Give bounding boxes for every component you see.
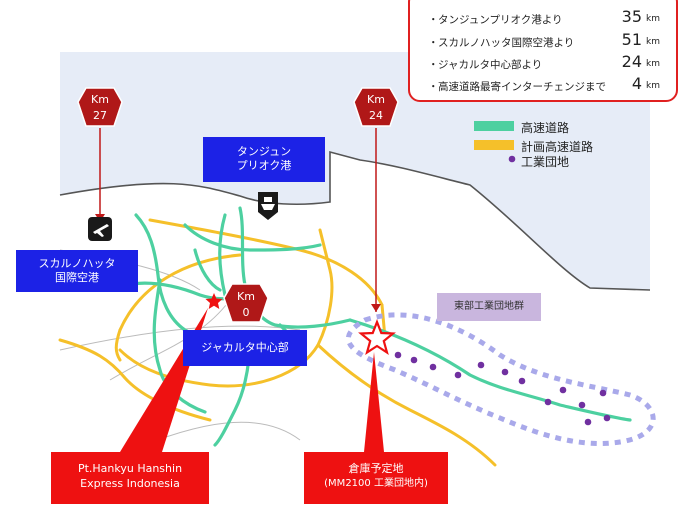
distance-value: 4 [631,74,642,93]
marker-km24: Km 24 [353,87,399,127]
bullet: ・ [428,59,439,71]
legend-estate-dot [508,155,516,163]
distance-value: 51 [621,30,642,49]
site-star-icon [358,318,396,356]
industrial-zone-outline [345,312,656,446]
port-label: タンジュン プリオク港 [203,137,325,182]
distance-label: 高速道路最寄インターチェンジまで [438,81,606,93]
center-label: ジャカルタ中心部 [183,330,307,366]
distance-row-center: ・ ジャカルタ中心部より 24 km [428,52,672,75]
airport-label: スカルノハッタ 国際空港 [16,250,138,292]
site-label-line2: (MM2100 工業団地内) [324,478,428,489]
ship-icon [258,192,278,220]
distance-unit: km [646,14,660,24]
distance-value: 35 [621,7,642,26]
port-label-line2: プリオク港 [236,159,292,172]
distance-label: スカルノハッタ国際空港より [438,37,575,49]
distance-unit: km [646,81,660,91]
distance-row-port: ・ タンジュンプリオク港より 35 km [428,7,672,30]
legend-expressway-label: 高速道路 [521,121,570,135]
legend-planned-label: 計画高速道路 [521,140,594,154]
legend-expressway-swatch [474,121,514,131]
bullet: ・ [428,37,439,49]
red-star-icon [205,293,223,309]
company-label-line1: Pt.Hankyu Hanshin [77,462,183,475]
site-pointer-head [371,304,381,312]
marker-km0: Km 0 [223,283,269,323]
marker-km24-value: 24 [369,109,383,122]
marker-km27-value: 27 [93,109,107,122]
planned-expressway-layer [58,218,497,467]
airport-label-line2: 国際空港 [55,271,99,284]
east-estates-label: 東部工業団地群 [437,293,541,321]
site-label: 倉庫予定地 (MM2100 工業団地内) [304,452,448,504]
sea-area [60,52,650,290]
company-label-line2: Express Indonesia [80,477,180,490]
bullet: ・ [428,81,439,93]
marker-km24-unit: Km [367,93,385,106]
legend-estate-label: 工業団地 [521,155,570,169]
distance-info-box: ・ タンジュンプリオク港より 35 km ・ スカルノハッタ国際空港より 51 … [408,0,678,102]
marker-km27-unit: Km [91,93,109,106]
distance-unit: km [646,59,660,69]
site-callout-wedge [364,352,384,452]
distance-row-interchange: ・ 高速道路最寄インターチェンジまで 4 km [428,74,672,97]
company-label: Pt.Hankyu Hanshin Express Indonesia [51,452,209,504]
distance-label: ジャカルタ中心部より [438,59,543,71]
legend-planned-swatch [474,140,514,150]
industrial-estate-dots [394,155,611,426]
marker-km0-unit: Km [237,290,255,303]
distance-unit: km [646,37,660,47]
distance-row-airport: ・ スカルノハッタ国際空港より 51 km [428,30,672,53]
coastline [59,150,651,291]
distance-label: タンジュンプリオク港より [438,14,563,26]
bullet: ・ [428,14,439,26]
airplane-icon [88,217,112,241]
distance-value: 24 [621,52,642,71]
site-label-line1: 倉庫予定地 [348,462,404,475]
airport-label-line1: スカルノハッタ [38,257,116,270]
marker-km0-value: 0 [243,306,250,319]
port-label-line1: タンジュン [236,145,292,158]
border-lines [59,249,301,456]
marker-km27: Km 27 [77,87,123,127]
